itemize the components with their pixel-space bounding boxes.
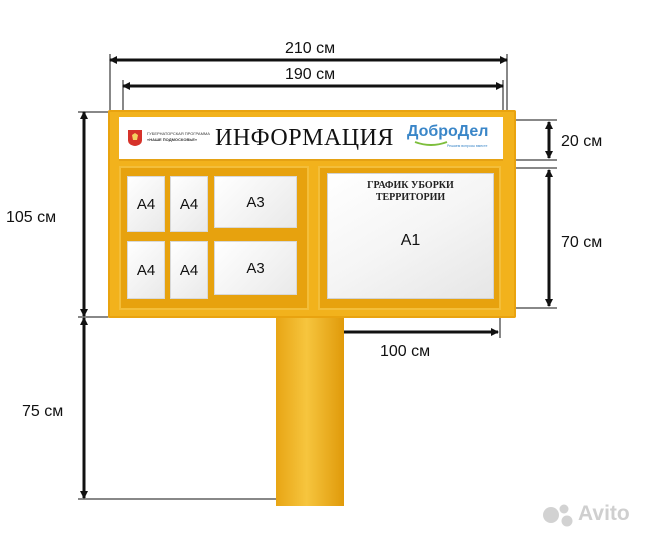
poster-title-line2: территории: [375, 192, 446, 203]
pocket-label: А3: [246, 259, 265, 277]
pocket-label: А4: [136, 261, 156, 279]
pocket-label: А4: [179, 195, 199, 213]
poster-title-line1: График уборки: [367, 180, 454, 191]
board-header: ГУБЕРНАТОРСКАЯ ПРОГРАММА «НАШЕ ПОДМОСКОВ…: [119, 117, 503, 161]
poster-size-label: А1: [400, 232, 421, 249]
pocket-a4: А4: [170, 241, 208, 299]
dimension-20-label: 20 см: [561, 133, 603, 150]
dobrodel-smile-icon: [414, 141, 448, 146]
dimension-190-label: 190 см: [285, 66, 336, 83]
program-name-line2: «НАШЕ ПОДМОСКОВЬЕ»: [147, 137, 198, 142]
program-name-line1: ГУБЕРНАТОРСКАЯ ПРОГРАММА: [147, 131, 210, 136]
dimension-105-arrow: [78, 111, 112, 317]
avito-dots-icon: [543, 504, 573, 527]
dimension-75-arrow: [78, 316, 280, 500]
board-title: ИНФОРМАЦИЯ: [215, 125, 394, 151]
pocket-a3: А3: [214, 241, 297, 295]
avito-watermark: Avito: [578, 502, 630, 525]
dobrodel-brand: ДоброДел: [407, 123, 489, 140]
pocket-a4: А4: [127, 241, 165, 299]
pocket-a4: А4: [170, 176, 208, 232]
dimension-210-label: 210 см: [285, 40, 336, 57]
dimension-100-label: 100 см: [380, 343, 431, 360]
stand-post: [276, 316, 344, 506]
region-emblem-icon: [128, 130, 142, 146]
dimension-70-label: 70 см: [561, 234, 603, 251]
pocket-a3: А3: [214, 176, 297, 228]
dimension-210-arrow: [109, 54, 508, 113]
dobrodel-logo: ДоброДел Решаем вопросы вместе: [407, 123, 497, 153]
dobrodel-tagline: Решаем вопросы вместе: [447, 144, 488, 148]
dimension-75-label: 75 см: [22, 403, 64, 420]
pocket-label: А4: [136, 195, 156, 213]
pocket-label: А4: [179, 261, 199, 279]
pocket-a4: А4: [127, 176, 165, 232]
dimension-105-label: 105 см: [6, 209, 57, 226]
poster-a1: График уборки территории А1: [327, 173, 494, 299]
pocket-label: А3: [246, 193, 265, 211]
